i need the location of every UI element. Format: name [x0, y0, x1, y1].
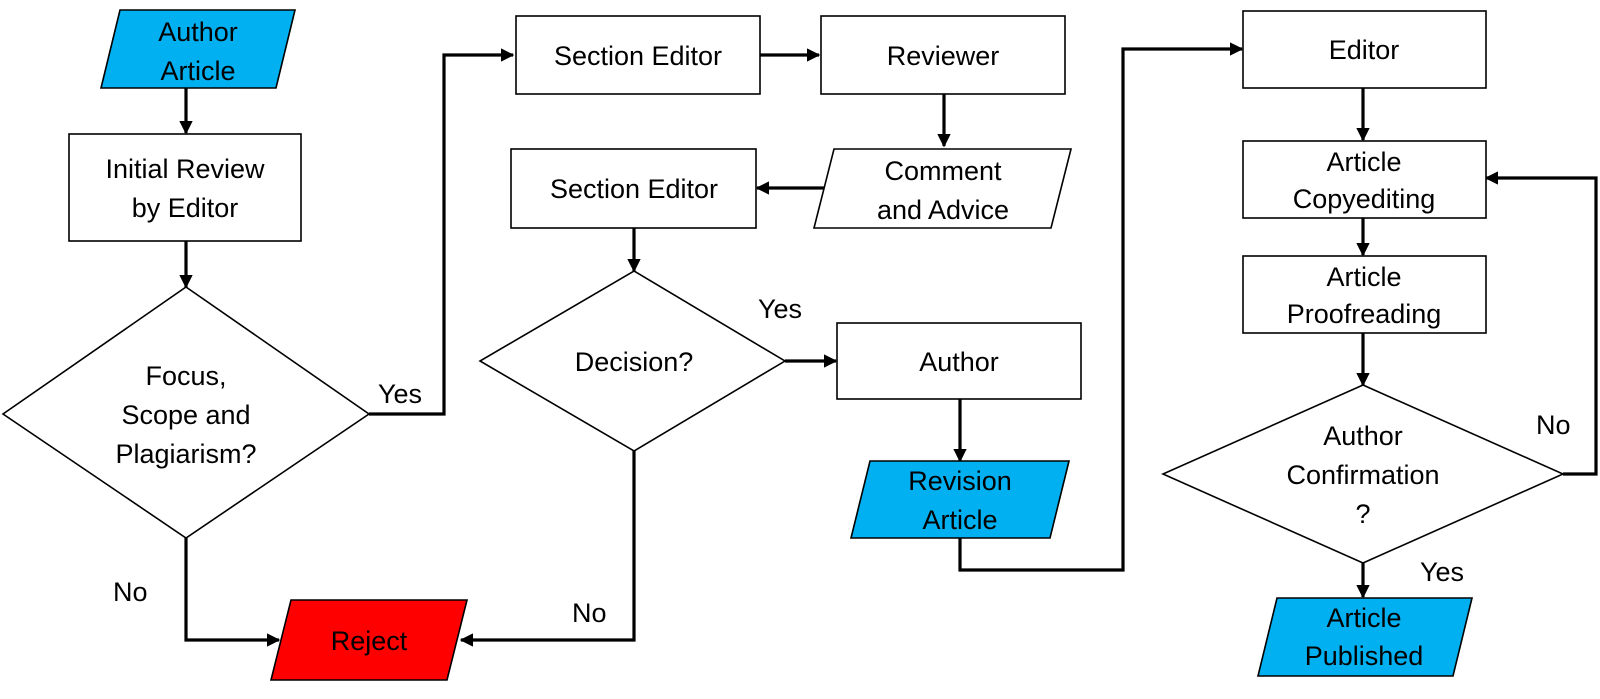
editor-label: Editor — [1329, 35, 1400, 65]
decision-yes-label: Yes — [758, 294, 802, 324]
edge-labels: Yes No Yes No No Yes — [113, 294, 1571, 628]
initial-review-label-1: Initial Review — [105, 154, 265, 184]
section-editor-2-label: Section Editor — [550, 174, 718, 204]
arrow-confirmation-no-to-copyediting — [1484, 171, 1598, 476]
copyediting-box — [1242, 140, 1487, 219]
published-label-1: Article — [1326, 603, 1401, 633]
proofreading-label-2: Proofreading — [1287, 299, 1442, 329]
reject-label: Reject — [331, 626, 408, 656]
section-editor-2-box — [510, 148, 757, 229]
decision-no-label: No — [572, 598, 607, 628]
revision-article-label-2: Article — [922, 505, 997, 535]
confirmation-label-2: Confirmation — [1286, 460, 1439, 490]
arrow-focus-yes-to-section-editor — [369, 48, 515, 416]
author-article-shape — [99, 9, 297, 89]
published-label-2: Published — [1305, 641, 1424, 671]
author-article-label-1: Author — [158, 17, 238, 47]
confirmation-no-label: No — [1536, 410, 1571, 440]
revision-article-shape — [849, 460, 1071, 539]
proofreading-box — [1242, 255, 1487, 334]
focus-no-label: No — [113, 577, 148, 607]
confirmation-yes-label: Yes — [1420, 557, 1464, 587]
comment-advice-label-1: Comment — [884, 156, 1002, 186]
reject-shape — [269, 599, 469, 681]
published-shape — [1256, 597, 1474, 677]
reviewer-box — [820, 15, 1066, 95]
node-labels: Author Article Initial Review by Editor … — [105, 17, 1441, 671]
author-article-label-2: Article — [160, 56, 235, 86]
connectors — [179, 42, 1598, 647]
arrow-focus-no-to-reject — [184, 538, 281, 647]
section-editor-1-box — [515, 15, 761, 95]
author-label: Author — [919, 347, 999, 377]
focus-yes-label: Yes — [378, 379, 422, 409]
focus-decision-diamond — [1, 286, 371, 539]
author-box — [836, 322, 1082, 400]
arrow-decision-no-to-reject — [459, 451, 636, 647]
decision-label: Decision? — [575, 347, 694, 377]
copyediting-label-2: Copyediting — [1293, 184, 1436, 214]
focus-decision-label-2: Scope and — [121, 400, 250, 430]
comment-advice-label-2: and Advice — [877, 195, 1009, 225]
copyediting-label-1: Article — [1326, 147, 1401, 177]
focus-decision-label-3: Plagiarism? — [115, 439, 256, 469]
confirmation-label-3: ? — [1355, 499, 1370, 529]
comment-advice-shape — [812, 148, 1073, 229]
initial-review-box — [68, 133, 302, 242]
confirmation-diamond — [1161, 384, 1565, 564]
focus-decision-label-1: Focus, — [145, 361, 226, 391]
decision-diamond — [478, 270, 787, 452]
arrow-revision-to-editor — [958, 42, 1244, 572]
proofreading-label-1: Article — [1326, 262, 1401, 292]
revision-article-label-1: Revision — [908, 466, 1012, 496]
reviewer-label: Reviewer — [887, 41, 1000, 71]
shapes — [1, 9, 1565, 681]
section-editor-1-label: Section Editor — [554, 41, 722, 71]
initial-review-label-2: by Editor — [132, 193, 239, 223]
editor-box — [1242, 10, 1487, 89]
confirmation-label-1: Author — [1323, 421, 1403, 451]
